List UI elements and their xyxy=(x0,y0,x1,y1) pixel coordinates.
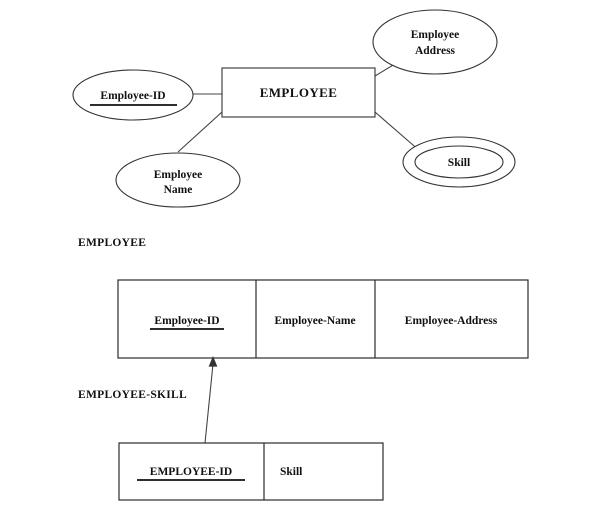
table-employee-col-1-label: Employee-Name xyxy=(274,315,355,327)
attribute-employee-id-label: Employee-ID xyxy=(100,90,165,102)
attribute-employee-name-label-line1: Employee xyxy=(154,169,203,181)
attribute-employee-address[interactable]: Employee Address xyxy=(372,9,498,75)
table-employee-skill-col-1-label: Skill xyxy=(280,466,302,478)
connector-skill xyxy=(374,111,422,153)
table-employee-cell-employee-name[interactable]: Employee-Name xyxy=(274,315,355,327)
entity-employee-box xyxy=(221,67,376,118)
table-employee-skill-cell-skill[interactable]: Skill xyxy=(280,466,302,478)
connector-employee-name xyxy=(177,111,223,153)
table-employee[interactable]: Employee-ID Employee-Name Employee-Addre… xyxy=(117,279,529,359)
table-employee-skill-outline xyxy=(118,442,384,501)
attribute-employee-name-label-line2: Name xyxy=(164,184,193,196)
attribute-skill-inner-ellipse xyxy=(414,145,504,179)
attribute-employee-id[interactable]: Employee-ID xyxy=(72,69,194,121)
table-employee-cell-employee-address[interactable]: Employee-Address xyxy=(405,315,498,327)
foreign-key-arrow-head xyxy=(208,355,218,367)
table-employee-outline xyxy=(117,279,529,359)
table-employee-skill-col-0-label: EMPLOYEE-ID xyxy=(150,466,232,478)
table-employee-col-0-label: Employee-ID xyxy=(154,315,219,327)
entity-employee[interactable]: EMPLOYEE xyxy=(221,67,376,118)
table-employee-col-2-label: Employee-Address xyxy=(405,315,498,327)
table-employee-cell-employee-id[interactable]: Employee-ID xyxy=(150,315,224,330)
attribute-employee-name-ellipse xyxy=(115,152,241,208)
entity-employee-label: EMPLOYEE xyxy=(260,85,338,100)
attribute-skill[interactable]: Skill xyxy=(402,136,516,188)
foreign-key-arrow-line xyxy=(204,363,214,444)
attribute-employee-id-ellipse xyxy=(72,69,194,121)
attribute-employee-address-ellipse xyxy=(372,9,498,75)
attribute-skill-label: Skill xyxy=(448,157,470,169)
attribute-employee-name[interactable]: Employee Name xyxy=(115,152,241,208)
section-label-employee: EMPLOYEE xyxy=(78,237,146,249)
table-employee-skill[interactable]: EMPLOYEE-ID Skill xyxy=(118,442,384,501)
section-label-employee-skill: EMPLOYEE-SKILL xyxy=(78,389,187,401)
foreign-key-arrow xyxy=(204,355,218,444)
table-employee-skill-cell-employee-id[interactable]: EMPLOYEE-ID xyxy=(137,466,245,481)
attribute-employee-address-label-line2: Address xyxy=(415,45,456,57)
attribute-employee-address-label-line1: Employee xyxy=(411,29,460,41)
